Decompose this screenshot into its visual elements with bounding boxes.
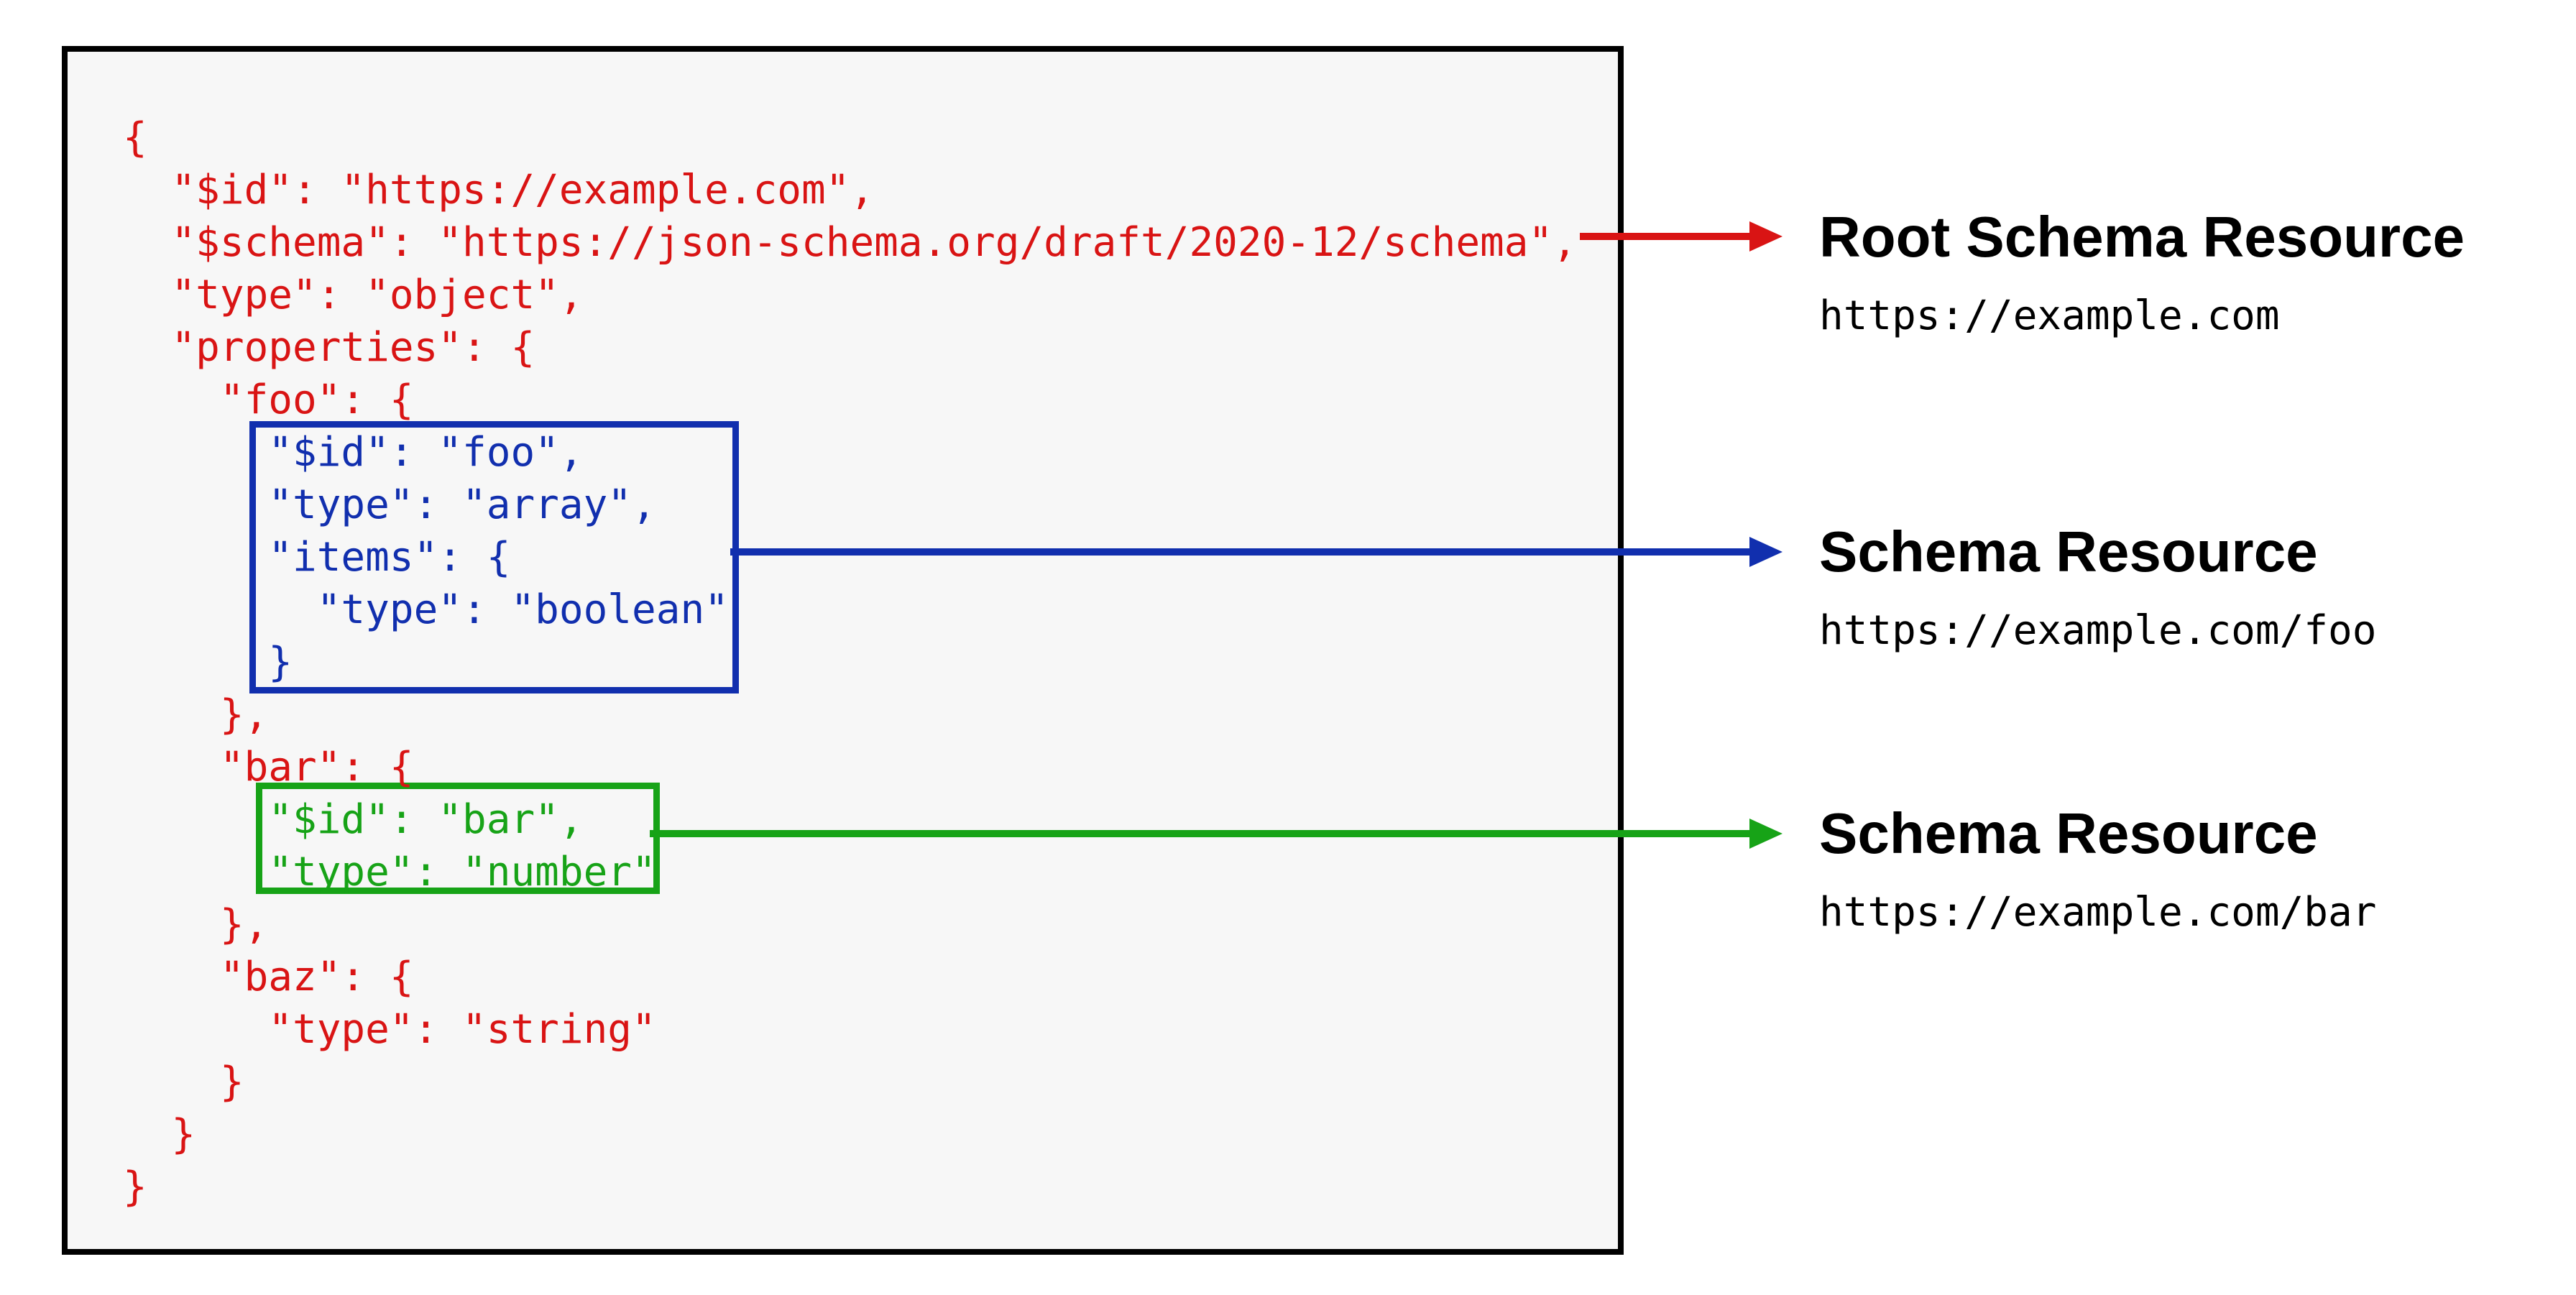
arrow-head-icon <box>1749 819 1782 849</box>
root-schema-url: https://example.com <box>1819 292 2280 339</box>
schema-code-panel: { "$id": "https://example.com", "$schema… <box>62 46 1624 1255</box>
foo-schema-title: Schema Resource <box>1819 520 2318 584</box>
code-line: } <box>123 1059 244 1105</box>
bar-schema-url: https://example.com/bar <box>1819 889 2377 936</box>
code-line: } <box>123 1163 147 1210</box>
arrow-head-icon <box>1749 537 1782 567</box>
foo-schema-label-group: Schema Resource https://example.com/foo <box>1819 516 2376 656</box>
arrow-shaft <box>730 548 1749 556</box>
code-line: "items": { <box>123 534 511 581</box>
bar-schema-title: Schema Resource <box>1819 801 2318 865</box>
foo-schema-resource-outline <box>249 421 739 693</box>
code-line: } <box>123 1111 196 1158</box>
code-line: "baz": { <box>123 954 414 1000</box>
code-line: "foo": { <box>123 377 414 423</box>
code-line: "$id": "foo", <box>123 429 584 476</box>
code-line: "bar": { <box>123 744 414 791</box>
arrow-head-icon <box>1749 221 1782 252</box>
code-line: "$schema": "https://json-schema.org/draf… <box>123 219 1577 266</box>
root-schema-label-group: Root Schema Resource https://example.com <box>1819 201 2465 341</box>
code-line: "type": "boolean" <box>123 586 729 633</box>
foo-schema-url: https://example.com/foo <box>1819 607 2377 654</box>
code-line: "$id": "bar", <box>123 796 584 843</box>
code-line: }, <box>123 901 269 948</box>
code-line: "type": "array", <box>123 481 656 528</box>
code-line: } <box>123 639 293 686</box>
code-line: "$id": "https://example.com", <box>123 167 875 213</box>
code-line: "type": "number" <box>123 849 656 895</box>
json-code-block: { "$id": "https://example.com", "$schema… <box>123 111 1577 1213</box>
code-line: "type": "string" <box>123 1006 656 1053</box>
bar-schema-label-group: Schema Resource https://example.com/bar <box>1819 798 2376 938</box>
code-line: "properties": { <box>123 324 535 371</box>
code-line: "type": "object", <box>123 272 584 318</box>
code-line: { <box>123 114 147 161</box>
bar-schema-resource-outline <box>256 783 660 894</box>
code-line: }, <box>123 691 269 738</box>
arrow-shaft <box>650 830 1749 837</box>
root-schema-title: Root Schema Resource <box>1819 205 2465 269</box>
arrow-shaft <box>1580 233 1749 240</box>
